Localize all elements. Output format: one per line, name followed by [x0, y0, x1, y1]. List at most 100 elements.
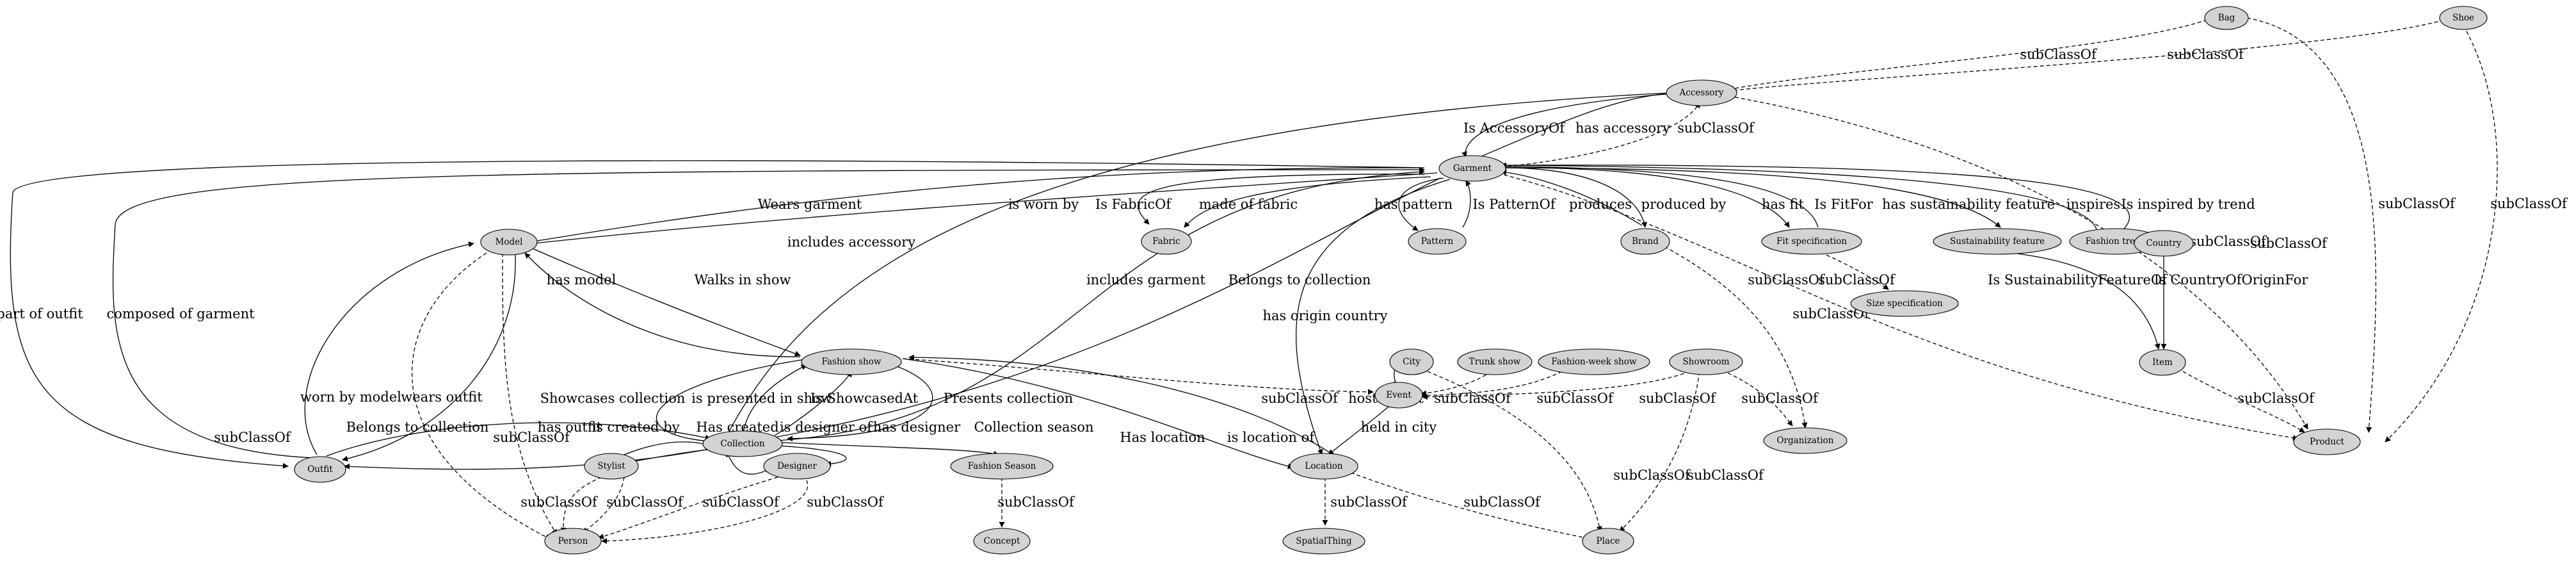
- edge-garment-has-sustainability-feature: [1501, 167, 2001, 228]
- label-country-subclassof-country: subClassOf: [2189, 234, 2267, 249]
- node-product[interactable]: Product: [2293, 428, 2361, 455]
- node-bag[interactable]: Bag: [2204, 6, 2249, 30]
- edge-garment-is-inspired-by-trend: [1501, 165, 2130, 234]
- node-person[interactable]: Person: [544, 528, 602, 555]
- label-is-worn-by: is worn by: [1008, 197, 1079, 212]
- edge-showroom-subclassof-place: [1619, 371, 1700, 532]
- node-city[interactable]: City: [1389, 348, 1434, 375]
- node-size-specification[interactable]: Size specification: [1850, 290, 1959, 317]
- edge-trend-inspires: [1501, 162, 2097, 230]
- label-model-subclassof-person: subClassOf: [214, 430, 292, 445]
- node-location[interactable]: Location: [1289, 453, 1358, 480]
- node-garment[interactable]: Garment: [1438, 155, 1506, 182]
- edge-garment-made-of-fabric: [1184, 176, 1431, 228]
- edge-shoe-subclassof-accessory: [1728, 19, 2445, 94]
- node-person-label: Person: [558, 536, 588, 546]
- edge-trunk-show-subclassof-event: [1421, 371, 1492, 396]
- label-has-sustainability-feature: has sustainability feature: [1882, 197, 2055, 212]
- label-is-designer-of: is designer of: [780, 419, 873, 435]
- node-outfit[interactable]: Outfit: [294, 456, 346, 483]
- edge-designer-subclassof-person-2: [601, 480, 809, 544]
- node-model-label: Model: [495, 237, 523, 247]
- node-fashion-trend-label: Fashion trend: [2086, 236, 2146, 247]
- node-collection[interactable]: Collection: [702, 430, 783, 457]
- node-model[interactable]: Model: [480, 229, 538, 256]
- edge-outfit-composed-of-garment: [112, 167, 1425, 459]
- node-fabric[interactable]: Fabric: [1141, 228, 1192, 255]
- node-item-label: Item: [2152, 357, 2173, 368]
- edge-pattern-is-pattern-of: [1462, 180, 1471, 228]
- edge-model-walks-in-show: [527, 246, 801, 357]
- edge-stylist-subclassof-person: [560, 476, 602, 533]
- edge-location-is-location-of: [908, 354, 1339, 459]
- edge-garment-subclassof-accessory: [1494, 102, 1700, 168]
- label-is-created-by: is created by: [592, 419, 679, 435]
- label-is-fabric-of: Is FabricOf: [1095, 197, 1173, 212]
- label-showroom-subclassof-event: subClassOf: [1639, 391, 1717, 406]
- node-fashion-week-show-label: Fashion-week show: [1551, 357, 1637, 367]
- node-trunk-show[interactable]: Trunk show: [1457, 348, 1533, 375]
- node-item[interactable]: Item: [2139, 349, 2186, 376]
- node-size-specification-label: Size specification: [1866, 298, 1943, 309]
- label-has-outfit: has outfit: [538, 419, 602, 435]
- label-designer-subclassof-person: subClassOf: [702, 494, 780, 510]
- label-wears-outfit: wears outfit: [401, 389, 483, 405]
- label-city-subclassof-place: subClassOf: [1613, 468, 1691, 483]
- node-stylist[interactable]: Stylist: [584, 453, 639, 480]
- node-concept[interactable]: Concept: [973, 528, 1031, 555]
- node-fashion-season-label: Fashion Season: [968, 461, 1036, 471]
- node-fashion-week-show[interactable]: Fashion-week show: [1538, 348, 1650, 375]
- node-pattern[interactable]: Pattern: [1408, 228, 1467, 255]
- edge-accessory-subclassof-product: [1728, 95, 2308, 430]
- label-belongs-to-collection-outfit: Belongs to collection: [346, 419, 489, 435]
- edge-model-wears-outfit: [342, 254, 516, 462]
- node-brand[interactable]: Brand: [1620, 228, 1670, 255]
- label-is-inspired-by-trend: Is inspired by trend: [2121, 197, 2255, 212]
- label-is-pattern-of: Is PatternOf: [1472, 197, 1557, 212]
- edge-model-subclassof-person-2: [502, 252, 558, 535]
- edge-collection-has-designer: [761, 444, 847, 467]
- label-collection-season: Collection season: [974, 419, 1093, 435]
- label-presents-collection: Presents collection: [944, 391, 1074, 406]
- node-stylist-label: Stylist: [597, 461, 625, 471]
- edge-garment-subclassof-product: [1491, 171, 2299, 441]
- node-fashion-show[interactable]: Fashion show: [801, 348, 902, 375]
- label-produced-by: produced by: [1641, 197, 1727, 212]
- node-event[interactable]: Event: [1374, 382, 1423, 409]
- node-spatial-thing[interactable]: SpatialThing: [1282, 528, 1365, 555]
- edge-garment-has-origin-country: [1296, 179, 1451, 455]
- label-produces: produces: [1569, 197, 1632, 212]
- edge-designer-subclassof-person: [598, 476, 778, 539]
- edge-garment-belongs-to-collection: [748, 177, 1441, 444]
- node-fit-specification-label: Fit specification: [1776, 236, 1847, 247]
- edge-collection-includes-accessory: [723, 92, 1671, 443]
- node-brand-label: Brand: [1632, 236, 1659, 247]
- edge-showroom-subclassof-event: [1422, 371, 1691, 400]
- node-place[interactable]: Place: [1582, 528, 1634, 555]
- node-sustainability-feature-label: Sustainability feature: [1950, 236, 2045, 247]
- edge-collection-season: [768, 441, 999, 457]
- label-show-subclassof-event: subClassOf: [1261, 391, 1339, 406]
- edge-event-held-in-city: [1328, 403, 1393, 455]
- label-has-model: has model: [547, 272, 616, 288]
- node-country[interactable]: Country: [2134, 230, 2194, 257]
- node-showroom[interactable]: Showroom: [1669, 348, 1743, 375]
- node-accessory[interactable]: Accessory: [1666, 79, 1737, 106]
- label-item-subclassof-product: subClassOf: [2237, 391, 2315, 406]
- label-shoe-subclassof-accessory: subClassOf: [2167, 47, 2245, 62]
- edge-sustainability-is-feature-of: [1987, 249, 2161, 350]
- edge-stylist-has-created: [624, 441, 716, 455]
- edge-fashion-show-subclassof-event: [902, 358, 1374, 395]
- node-designer[interactable]: Designer: [763, 453, 831, 480]
- node-fit-specification[interactable]: Fit specification: [1761, 228, 1862, 255]
- node-fashion-season[interactable]: Fashion Season: [950, 453, 1054, 480]
- node-sustainability-feature[interactable]: Sustainability feature: [1933, 228, 2062, 255]
- edge-collection-is-showcased-at: [774, 371, 852, 436]
- label-showroom-subclassof-organization: subClassOf: [1741, 391, 1819, 406]
- node-shoe[interactable]: Shoe: [2439, 6, 2488, 30]
- edge-garment-has-accessory: [1472, 90, 1677, 161]
- node-organization[interactable]: Organization: [1763, 427, 1847, 454]
- edge-city-subclassof-place: [1427, 371, 1602, 532]
- node-shoe-label: Shoe: [2452, 13, 2474, 23]
